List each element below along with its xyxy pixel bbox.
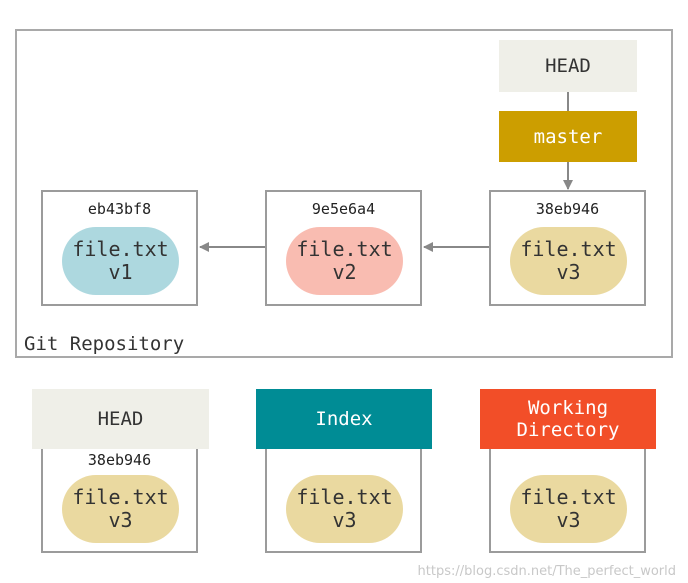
working-directory-tree-blob: file.txt v3 [510, 475, 627, 543]
blob-filename: file.txt [72, 485, 169, 509]
blob-file-v2: file.txt v2 [286, 227, 403, 295]
blob-filename: file.txt [520, 485, 617, 509]
blob-version: v3 [108, 508, 133, 532]
head-tree-hash: 38eb946 [87, 451, 152, 469]
blob-version: v2 [332, 260, 357, 284]
index-tree-box: file.txt v3 [265, 433, 422, 553]
blob-filename: file.txt [296, 485, 393, 509]
blob-version: v1 [108, 260, 133, 284]
head-tree-blob: file.txt v3 [62, 475, 179, 543]
blob-version: v3 [556, 508, 581, 532]
blob-version: v3 [556, 260, 581, 284]
head-tree-box: 38eb946 file.txt v3 [41, 433, 198, 553]
commit-hash: 9e5e6a4 [311, 200, 376, 218]
index-tree-blob: file.txt v3 [286, 475, 403, 543]
blob-filename: file.txt [520, 237, 617, 261]
blob-version: v3 [332, 508, 357, 532]
commit-eb43bf8: eb43bf8 file.txt v1 [41, 190, 198, 306]
commit-hash: eb43bf8 [87, 200, 152, 218]
git-repository-frame [15, 29, 673, 358]
git-repository-label: Git Repository [24, 333, 185, 355]
commit-hash: 38eb946 [535, 200, 600, 218]
working-directory-title-line1: Working [527, 397, 609, 419]
blob-filename: file.txt [72, 237, 169, 261]
index-tree-header: Index [256, 389, 432, 449]
working-directory-title-line2: Directory [516, 419, 620, 441]
head-ref: HEAD [499, 40, 637, 92]
commit-9e5e6a4: 9e5e6a4 file.txt v2 [265, 190, 422, 306]
commit-38eb946: 38eb946 file.txt v3 [489, 190, 646, 306]
blob-file-v3: file.txt v3 [510, 227, 627, 295]
watermark-text: https://blog.csdn.net/The_perfect_world [417, 564, 676, 579]
working-directory-tree-box: file.txt v3 [489, 433, 646, 553]
head-tree-header: HEAD [32, 389, 209, 449]
blob-file-v1: file.txt v1 [62, 227, 179, 295]
master-branch: master [499, 111, 637, 162]
working-directory-tree-header: Working Directory [480, 389, 656, 449]
blob-filename: file.txt [296, 237, 393, 261]
